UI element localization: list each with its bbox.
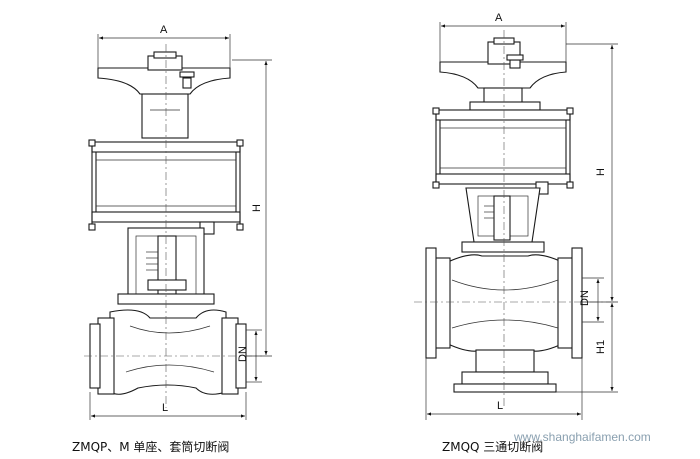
- left-dim-a: A: [97, 24, 231, 68]
- watermark: www.shanghaifamen.com: [514, 430, 651, 444]
- left-valve-drawing: A H DN L: [84, 24, 272, 420]
- left-caption: ZMQP、M 单座、套筒切断阀: [72, 440, 230, 454]
- right-dim-h1-label: H1: [595, 340, 607, 354]
- left-actuator: [88, 139, 244, 235]
- left-dim-l: L: [89, 392, 247, 420]
- right-actuator: [432, 107, 574, 195]
- left-dim-h-label: H: [251, 204, 263, 212]
- right-caption: ZMQQ 三通切断阀: [442, 440, 544, 454]
- right-dim-l-label: L: [497, 400, 503, 412]
- right-valve-body: [425, 247, 583, 393]
- left-handwheel: [97, 51, 231, 95]
- left-dim-h: H: [232, 59, 272, 357]
- left-dim-dn: DN: [237, 329, 262, 383]
- right-dim-h: H: [566, 43, 618, 303]
- left-dim-a-label: A: [160, 24, 168, 36]
- right-handwheel: [439, 37, 567, 89]
- left-valve-body: [89, 309, 247, 395]
- right-dim-h1: H1: [556, 303, 618, 393]
- right-dim-h-label: H: [595, 168, 607, 176]
- right-yoke: [461, 187, 545, 253]
- right-dim-a-label: A: [495, 12, 503, 24]
- right-dim-a: A: [439, 12, 567, 62]
- left-dim-l-label: L: [162, 402, 168, 414]
- right-dim-dn: DN: [579, 277, 604, 323]
- right-dim-l: L: [425, 358, 583, 420]
- right-dim-dn-label: DN: [579, 290, 591, 306]
- right-valve-drawing: A H DN H1 L: [414, 12, 618, 420]
- left-dim-dn-label: DN: [237, 346, 249, 362]
- left-stem-housing: [141, 93, 189, 139]
